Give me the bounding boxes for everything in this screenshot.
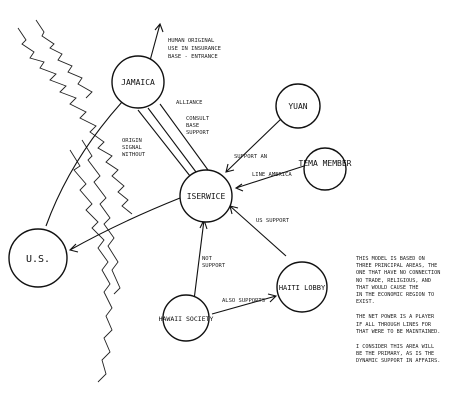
edge-jamaica-center-a — [137, 109, 191, 177]
edge-label-line: BASE - ENTRANCE — [168, 54, 218, 60]
note-line: DYNAMIC SUPPORT IN AFFAIRS. — [356, 358, 441, 365]
note-line: BE THE PRIMARY, AS IS THE — [356, 351, 435, 358]
note-line: THE NET POWER IS A PLAYER — [356, 314, 435, 321]
edge-yuan-center — [225, 117, 283, 173]
edge-label-line: SUPPORT — [186, 130, 210, 136]
edge-jamaica-us — [45, 101, 123, 227]
note-line: NO TRADE, RELIGIOUS, AND — [356, 277, 431, 284]
edge-label-line: SUPPORT — [202, 263, 226, 269]
scribble-band-lower-2 — [81, 139, 121, 295]
arrow-haiti-hawaii — [267, 293, 278, 303]
node-yuan[interactable]: YUAN — [275, 83, 321, 129]
scribble-band-lower — [69, 149, 113, 383]
node-jamaica[interactable]: JAMAICA — [111, 55, 165, 109]
note-line: THAT WOULD CAUSE THE — [356, 284, 419, 291]
edge-haiti-center — [193, 219, 205, 301]
note-line: THAT WERE TO BE MAINTAINED. — [356, 328, 441, 335]
node-haiti-label: HAITI LOBBY — [279, 284, 326, 292]
edge-label-line: CONSULT — [186, 116, 210, 122]
notes-panel: THIS MODEL IS BASED ON THREE PRINCIPAL A… — [356, 256, 464, 374]
edge-hawaii-center — [229, 205, 287, 257]
arrow-yuan-center — [225, 163, 235, 173]
edge-member-center — [235, 165, 305, 189]
edge-jamaica-center-b — [147, 107, 197, 173]
note-line: THREE PRINCIPAL AREAS, THE — [356, 263, 438, 270]
scribble-band-upper — [35, 19, 93, 99]
edge-label-yuan-center: SUPPORT AN — [234, 154, 267, 160]
edge-label-jamaica-center-c: ALLIANCE — [176, 100, 203, 106]
edge-label-line: ORIGIN — [122, 138, 142, 144]
note-line: IN THE ECONOMIC REGION TO — [356, 292, 435, 299]
note-block-2: THE NET POWER IS A PLAYER IF ALL THROUGH… — [356, 314, 464, 336]
edge-label-hawaii-center: NOT SUPPORT — [202, 256, 226, 269]
note-line: IF ALL THROUGH LINES FOR — [356, 321, 431, 328]
arrow-jamaica-out — [154, 22, 164, 33]
edge-label-line: HUMAN ORIGINAL — [168, 38, 215, 44]
edge-center-us — [69, 197, 181, 251]
edge-label-jamaica-center-b: CONSULT BASE SUPPORT — [186, 116, 210, 136]
node-us-label: U.S. — [26, 254, 50, 265]
node-jamaica-label: JAMAICA — [121, 78, 155, 87]
node-haiti[interactable]: HAITI LOBBY — [276, 261, 328, 313]
node-center[interactable]: ISERWICE — [179, 169, 233, 223]
note-line: ONE THAT HAVE NO CONNECTION — [356, 270, 441, 277]
edge-haiti-hawaii — [211, 295, 277, 315]
note-line: I CONSIDER THIS AREA WILL — [356, 344, 435, 351]
edge-label-line: WITHOUT — [122, 152, 146, 158]
edge-label-hawaii-haiti: ALSO SUPPORTS — [222, 298, 265, 304]
edge-jamaica-center-c — [159, 103, 209, 171]
node-member[interactable]: TEMA MEMBER — [299, 147, 352, 191]
node-hawaii[interactable]: HAWAII SOCIETY — [159, 294, 214, 342]
edge-label-line: BASE — [186, 123, 199, 129]
edge-label-member-center: LINE AMERICA — [252, 172, 292, 178]
edge-label-line: NOT — [202, 256, 213, 262]
arrow-member-center — [234, 183, 244, 192]
edge-label-us-support: US SUPPORT — [256, 218, 290, 224]
note-line: THIS MODEL IS BASED ON — [356, 256, 425, 262]
note-line: EXIST. — [356, 299, 375, 306]
node-center-label: ISERWICE — [187, 192, 226, 201]
node-yuan-label: YUAN — [288, 102, 307, 111]
edge-label-jamaica-out: HUMAN ORIGINAL USE IN INSURANCE BASE - E… — [168, 38, 221, 60]
scribble-band-left — [17, 27, 133, 215]
arrow-center-us — [68, 243, 79, 253]
edge-label-line: SIGNAL — [122, 145, 143, 151]
node-hawaii-label: HAWAII SOCIETY — [159, 315, 214, 323]
node-us[interactable]: U.S. — [8, 228, 68, 288]
edge-label-jamaica-center-a: ORIGIN SIGNAL WITHOUT — [122, 138, 146, 158]
note-block-3: I CONSIDER THIS AREA WILL BE THE PRIMARY… — [356, 344, 464, 366]
node-member-label: TEMA MEMBER — [299, 159, 352, 168]
note-block-1: THIS MODEL IS BASED ON THREE PRINCIPAL A… — [356, 256, 464, 306]
edge-label-line: USE IN INSURANCE — [168, 46, 221, 52]
